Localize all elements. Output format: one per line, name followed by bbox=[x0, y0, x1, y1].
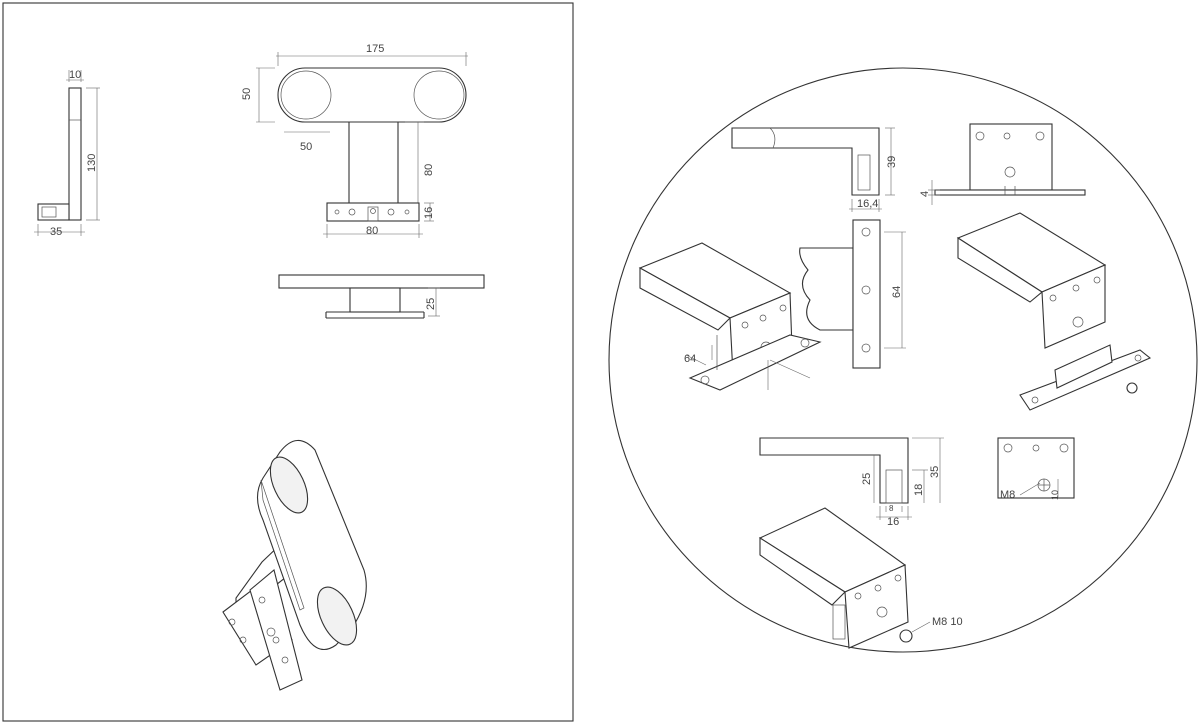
dim-bottom-left: 25 bbox=[861, 473, 873, 485]
iso-bottom: M8 10 bbox=[758, 507, 963, 649]
iso-right bbox=[956, 212, 1152, 411]
dim-side-top: 10 bbox=[69, 69, 81, 81]
dim-top-disc: 50 bbox=[300, 141, 312, 153]
profile-top-left: 39 16,4 bbox=[731, 127, 898, 212]
right-panel: 39 16,4 4 bbox=[608, 67, 1198, 653]
dim-top-plate-height: 16 bbox=[423, 207, 435, 219]
dim-profile-height: 39 bbox=[886, 156, 898, 168]
dim-hinge-height: 64 bbox=[891, 286, 903, 298]
detail-circle bbox=[608, 67, 1198, 653]
profile-bottom: 25 18 35 8 16 bbox=[759, 437, 944, 528]
dim-top-stem: 80 bbox=[423, 164, 435, 176]
bolt-offset-label: 10 bbox=[1050, 490, 1060, 500]
dim-top-width: 50 bbox=[241, 88, 253, 100]
dim-bottom-width: 16 bbox=[887, 516, 899, 528]
isometric-view bbox=[222, 439, 367, 691]
center-hinge: 64 bbox=[799, 219, 906, 369]
dim-bottom-mid: 18 bbox=[913, 484, 925, 496]
left-panel-border bbox=[2, 2, 574, 722]
dim-side-base: 35 bbox=[50, 226, 62, 238]
top-view: 175 50 50 80 16 80 bbox=[241, 43, 468, 238]
plate-top-right: 4 bbox=[919, 123, 1086, 205]
dim-iso-left: 64 bbox=[684, 353, 696, 365]
dim-top-plate-width: 80 bbox=[366, 225, 378, 237]
dim-bottom-total: 35 bbox=[929, 466, 941, 478]
screw-label: M8 10 bbox=[932, 616, 963, 628]
dim-profile-width: 16,4 bbox=[857, 198, 878, 210]
dim-plate-thickness: 4 bbox=[919, 191, 931, 197]
dim-bottom-gap: 8 bbox=[889, 504, 894, 513]
left-panel: 10 130 35 175 50 50 bbox=[2, 2, 574, 722]
side-view: 10 130 35 bbox=[34, 69, 100, 238]
iso-left: 64 bbox=[638, 242, 822, 391]
dim-side-height: 130 bbox=[86, 154, 98, 172]
dim-front-height: 25 bbox=[425, 298, 437, 310]
bolt-thread-label: M8 bbox=[1000, 489, 1015, 501]
bolt-face: M8 10 bbox=[997, 437, 1075, 501]
dim-top-length: 175 bbox=[366, 43, 384, 55]
front-view: 25 bbox=[278, 274, 485, 319]
